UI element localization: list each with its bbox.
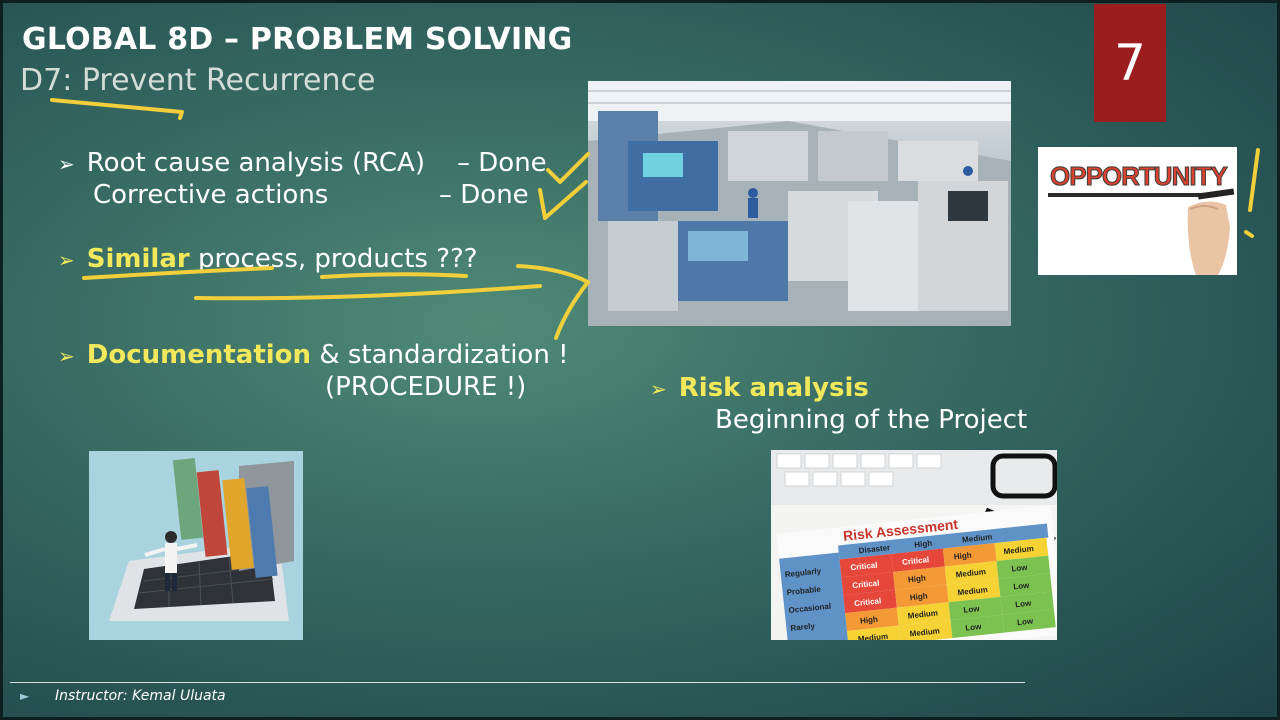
slide-title: GLOBAL 8D – PROBLEM SOLVING [22,22,573,57]
risk-cell: Medium [857,632,888,640]
risk-cell: Low [1015,599,1033,610]
arrow-to-factory [194,264,590,340]
slide-number-box: 7 [1094,4,1166,122]
risk-analysis-sub: Beginning of the Project [715,405,1028,435]
similar-bold: Similar [86,244,190,274]
exclamation-mark [1244,148,1260,238]
footer-divider [10,682,1025,683]
risk-header-3: Medium [962,532,993,544]
risk-cell: Critical [902,555,930,567]
corrective-actions-label: Corrective actions [93,180,329,210]
risk-cell: Critical [852,578,880,590]
slide-subtitle: D7: Prevent Recurrence [20,63,376,98]
corrective-actions-status: – Done [439,180,529,210]
footer-instructor: Instructor: Kemal Uluata [55,688,226,704]
risk-header-2: High [914,539,933,550]
documentation-rest: & standardization ! [311,340,569,370]
risk-cell: Critical [850,561,878,573]
risk-cell: High [908,574,927,585]
underline-products [320,272,468,279]
documentation-image [89,451,303,640]
risk-cell: Low [965,622,983,633]
risk-grid [779,523,1056,640]
risk-cell: Medium [955,567,986,579]
arrow-bullet-icon: ➢ [650,377,667,401]
underline-similar [82,266,274,280]
risk-cell: Low [1013,581,1031,592]
risk-assessment-image: Disaster High Medium Regularly Probable … [771,450,1057,640]
risk-analysis-bold: Risk analysis [678,373,869,403]
checkmark-ca [538,180,588,220]
bullet-rca: ➢ Root cause analysis (RCA) [58,148,425,178]
documentation-bold: Documentation [86,340,312,370]
risk-cell: Low [963,604,981,615]
rca-label: Root cause analysis (RCA) [86,148,425,178]
underline-stroke [1048,193,1218,197]
play-triangle-icon: ► [20,689,30,703]
underline-d7 [50,98,184,120]
procedure-note: (PROCEDURE !) [325,372,527,402]
slide-number: 7 [1114,34,1146,92]
arrow-bullet-icon: ➢ [58,344,75,368]
bullet-similar: ➢Similar process, products ??? [58,244,478,274]
bullet-risk-analysis: ➢ Risk analysis [650,373,869,403]
risk-row-2: Probable [786,585,822,598]
risk-row-4: Rarely [790,621,816,633]
arrow-bullet-icon: ➢ [58,248,75,272]
risk-cell: Medium [957,585,988,597]
risk-cell: Critical [854,596,882,608]
hand-icon [1187,188,1235,275]
factory-floor-image [588,81,1011,326]
risk-cell: High [909,591,928,602]
risk-cell: High [953,551,972,562]
bullet-documentation: ➢ Documentation & standardization ! [58,340,569,370]
arrow-bullet-icon: ➢ [58,152,75,176]
opportunity-image: OPPORTUNITY [1038,147,1237,275]
rca-status: – Done [457,148,547,178]
risk-cell: Medium [1003,544,1034,556]
risk-cell: High [860,615,879,626]
risk-cell: Low [1011,563,1029,574]
risk-header-1: Disaster [858,543,890,555]
risk-row-1: Regularly [784,566,822,579]
opportunity-word: OPPORTUNITY [1050,161,1229,192]
risk-row-3: Occasional [788,602,831,615]
risk-cell: Low [1017,616,1035,627]
risk-cell: Medium [909,626,940,638]
risk-cell: Medium [907,608,938,620]
checkmark-rca [546,152,590,184]
